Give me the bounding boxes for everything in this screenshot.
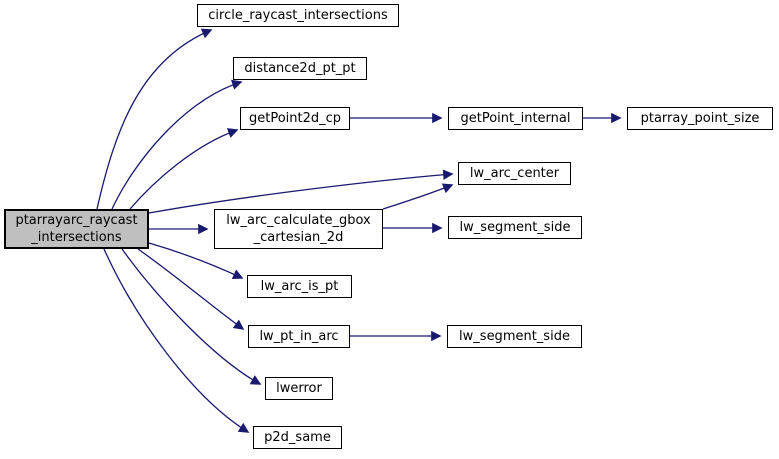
node-circle_raycast_intersections[interactable]: circle_raycast_intersections [197, 4, 399, 27]
node-lw_segment_side[interactable]: lw_segment_side [448, 216, 582, 239]
edge-main-to-p2d_same [103, 248, 250, 433]
edge-main-to-lw_arc_center [148, 169, 454, 214]
node-label: distance2d_pt_pt [244, 61, 356, 76]
edge-main-to-distance2d_pt_pt [111, 79, 243, 210]
node-label: lw_pt_in_arc [259, 329, 339, 344]
node-label: ptarray_point_size [640, 111, 760, 126]
edge-main-to-circle_raycast_intersections [96, 28, 213, 210]
node-lw_pt_in_arc[interactable]: lw_pt_in_arc [248, 325, 350, 348]
edge-gbox-to-lw_arc_center [382, 183, 454, 210]
node-label: lw_segment_side [459, 329, 570, 344]
node-distance2d_pt_pt[interactable]: distance2d_pt_pt [233, 57, 367, 80]
node-label: p2d_same [264, 430, 331, 445]
edge-main-to-lw_arc_is_pt [148, 242, 244, 279]
node-label: lwerror [276, 381, 322, 396]
node-label: lw_segment_side [459, 220, 571, 235]
node-label: getPoint_internal [460, 111, 571, 126]
edge-main-to-getPoint2d_cp [129, 128, 239, 210]
node-getPoint_internal[interactable]: getPoint_internal [448, 107, 583, 130]
node-lwerror[interactable]: lwerror [265, 377, 333, 400]
node-label: getPoint2d_cp [248, 111, 342, 126]
node-lw_segment_side-2[interactable]: lw_segment_side [447, 325, 582, 348]
node-label: lw_arc_is_pt [260, 279, 339, 294]
node-lw_arc_center[interactable]: lw_arc_center [458, 162, 571, 185]
node-ptarrayarc_raycast_intersections: ptarrayarc_raycast _intersections [4, 209, 149, 249]
edge-main-to-lw_pt_in_arc [137, 248, 245, 330]
node-p2d_same[interactable]: p2d_same [253, 426, 342, 449]
node-label: lw_arc_calculate_gbox [226, 213, 371, 228]
edge-main-to-lwerror [121, 248, 262, 385]
node-lw_arc_is_pt[interactable]: lw_arc_is_pt [247, 275, 352, 298]
node-label: lw_arc_center [469, 166, 560, 181]
node-getPoint2d_cp[interactable]: getPoint2d_cp [240, 107, 350, 130]
node-label: ptarrayarc_raycast [15, 213, 138, 228]
node-label: _cartesian_2d [253, 230, 344, 245]
node-ptarray_point_size[interactable]: ptarray_point_size [627, 107, 773, 130]
node-label: circle_raycast_intersections [208, 8, 388, 23]
node-lw_arc_calculate_gbox_cartesian_2d[interactable]: lw_arc_calculate_gbox _cartesian_2d [214, 209, 383, 249]
node-label: _intersections [31, 230, 122, 245]
